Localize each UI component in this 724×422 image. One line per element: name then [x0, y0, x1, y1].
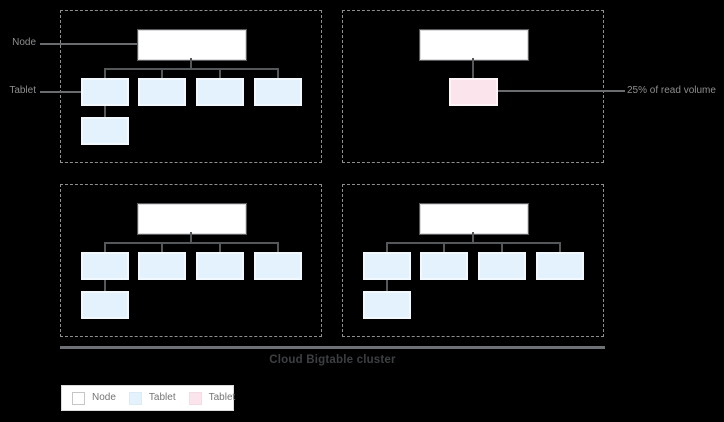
tablet-box [478, 252, 526, 280]
tablet-box [81, 291, 129, 319]
tablet-box [363, 252, 411, 280]
legend-item-node: Node [72, 391, 116, 405]
connector-stub [104, 106, 106, 117]
tablet-box [81, 252, 129, 280]
connector-drop [501, 242, 503, 252]
legend-label: Node [92, 392, 116, 403]
tablet-box [138, 78, 186, 106]
tablet-callout-line [40, 91, 81, 93]
tablet-box [363, 291, 411, 319]
connector-stub [386, 280, 388, 291]
connector-drop [161, 242, 163, 252]
zone-box-bottom-right [342, 184, 604, 337]
node-box [138, 204, 246, 234]
hot-tablet-swatch [188, 391, 202, 405]
connector-drop [559, 242, 561, 252]
tablet-box [536, 252, 584, 280]
tablet-box [81, 78, 129, 106]
connector-drop [161, 68, 163, 78]
legend-item-hot-tablet: Tablet [188, 391, 236, 405]
zone-box-top-left [60, 10, 322, 163]
connector-stub [190, 232, 192, 242]
connector-drop [219, 242, 221, 252]
connector-drop [219, 68, 221, 78]
read-volume-callout-line [498, 90, 625, 92]
connector-stub [104, 280, 106, 291]
hot-tablet-box [449, 78, 498, 106]
tablet-box [254, 252, 302, 280]
node-callout-label: Node [12, 37, 36, 48]
connector-stub [472, 58, 474, 78]
cluster-bracket-line [60, 346, 605, 349]
connector-drop [277, 68, 279, 78]
node-box [420, 204, 528, 234]
node-box [138, 30, 246, 60]
tablet-box [138, 252, 186, 280]
tablet-swatch [128, 391, 142, 405]
tablet-box [254, 78, 302, 106]
tablet-box [81, 117, 129, 145]
connector-hbar [104, 242, 279, 244]
cluster-caption: Cloud Bigtable cluster [269, 354, 396, 366]
tablet-box [196, 78, 244, 106]
tablet-box [420, 252, 468, 280]
connector-drop [104, 68, 106, 78]
node-box [420, 30, 528, 60]
connector-hbar [386, 242, 561, 244]
connector-drop [386, 242, 388, 252]
read-volume-label: 25% of read volume [627, 85, 716, 96]
legend-label: Tablet [208, 392, 236, 403]
node-callout-line [40, 43, 137, 45]
zone-box-top-right [342, 10, 604, 163]
connector-drop [104, 242, 106, 252]
legend-label: Tablet [148, 392, 176, 403]
legend-item-tablet: Tablet [128, 391, 176, 405]
connector-hbar [104, 68, 279, 70]
node-swatch [72, 391, 85, 405]
tablet-box [196, 252, 244, 280]
legend: Node Tablet Tablet [61, 385, 236, 411]
zone-box-bottom-left [60, 184, 322, 337]
tablet-callout-label: Tablet [9, 85, 36, 96]
connector-stub [472, 232, 474, 242]
connector-stub [190, 58, 192, 68]
connector-drop [443, 242, 445, 252]
connector-drop [277, 242, 279, 252]
